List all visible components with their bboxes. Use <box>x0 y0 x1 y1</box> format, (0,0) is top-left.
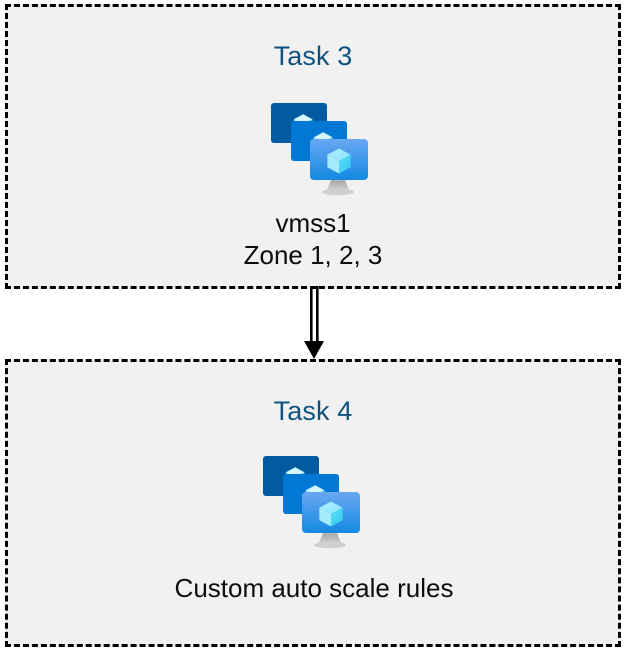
task-3-caption: vmss1 Zone 1, 2, 3 <box>243 208 383 270</box>
vmss-icon <box>264 97 380 199</box>
connector-arrow-down-icon <box>296 286 332 362</box>
task-box-task-3[interactable]: Task 3 <box>5 4 621 289</box>
task-3-title: Task 3 <box>273 41 353 71</box>
task-4-title: Task 4 <box>273 396 353 426</box>
vmss-icon <box>256 450 372 552</box>
task-4-caption: Custom auto scale rules <box>174 573 454 603</box>
